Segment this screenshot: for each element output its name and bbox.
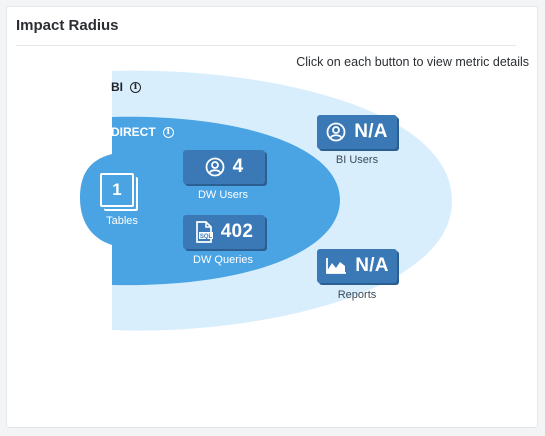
bi-label-text: BI [111,80,123,94]
direct-zone [80,116,340,286]
card-title: Impact Radius [16,17,119,34]
divider [16,45,516,46]
dw-users-value: 4 [232,156,244,177]
tables-stack-icon[interactable]: 1 [100,173,134,207]
instruction-text: Click on each button to view metric deta… [296,55,529,69]
bi-zone-label: BI i [111,80,141,94]
direct-label-text: DIRECT [111,125,156,139]
dw-queries-button[interactable]: SQL 402 [183,215,265,249]
user-circle-icon [205,157,224,177]
reports-value: N/A [355,255,389,276]
info-icon[interactable]: i [162,126,174,138]
sql-file-icon: SQL [195,221,213,243]
line-chart-icon [326,258,347,274]
tables-caption: Tables [106,215,138,227]
direct-zone-label: DIRECT i [111,125,174,139]
reports-caption: Reports [337,289,377,301]
info-icon[interactable]: i [130,81,141,93]
dw-users-caption: DW Users [197,189,249,201]
bi-users-value: N/A [354,121,388,142]
dw-queries-caption: DW Queries [193,254,253,266]
dw-users-button[interactable]: 4 [183,150,265,184]
bi-users-caption: BI Users [335,154,379,166]
svg-text:SQL: SQL [200,234,213,240]
bi-users-button[interactable]: N/A [317,115,397,149]
reports-button[interactable]: N/A [317,249,397,283]
tables-count: 1 [112,180,122,199]
dw-queries-value: 402 [220,221,254,242]
user-circle-icon [326,122,346,142]
